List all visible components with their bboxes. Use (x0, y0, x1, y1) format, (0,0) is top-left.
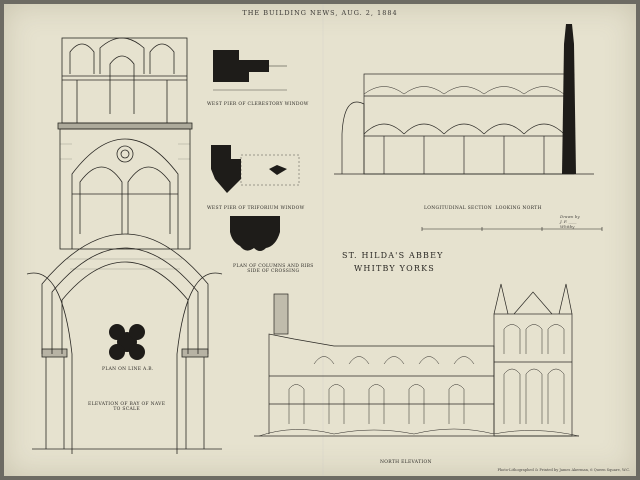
caption-column-plan: Plan of Columns and Ribs Side of Crossin… (233, 264, 314, 274)
caption-plan-ab: Plan on Line A.B. (102, 367, 154, 372)
bay-elevation-drawing (26, 37, 223, 454)
caption-west-pier-clerestory: West Pier of Clerestory Window (207, 102, 309, 107)
publication-header: The Building News, Aug. 2, 1884 (242, 9, 398, 17)
page-fold (322, 4, 324, 476)
column-rib-plan (230, 216, 280, 251)
drawing-sheet: The Building News, Aug. 2, 1884 (4, 4, 636, 476)
clerestory-pier-plan (213, 50, 287, 91)
printer-credit: Photo-Lithographed & Printed by James Ak… (497, 468, 630, 472)
quatrefoil-window (109, 324, 145, 360)
scale-bar (421, 227, 603, 231)
triforium-pier-plan (211, 145, 300, 193)
caption-west-pier-triforium: West Pier of Triforium Window (207, 206, 305, 211)
longitudinal-section-drawing (334, 24, 594, 175)
draughtsman-signature: Drawn by J. F. ____ Whitby (560, 214, 580, 229)
caption-elevation-bay: Elevation of Bay of Nave to Scale (88, 402, 166, 412)
drawing-title-line2: Whitby Yorks (354, 264, 435, 273)
caption-north-elevation: North Elevation (380, 460, 432, 465)
north-elevation-drawing (254, 283, 580, 437)
caption-longitudinal-section: Longitudinal Section Looking North (424, 206, 542, 211)
drawing-title-line1: St. Hilda's Abbey (342, 251, 444, 260)
